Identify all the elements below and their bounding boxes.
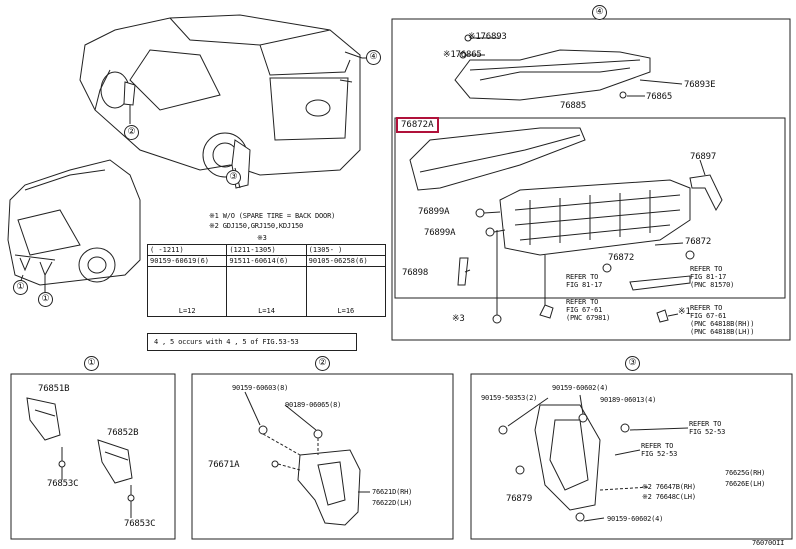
spec-dim-1: L=12: [146, 266, 228, 317]
callout-4-section: ④: [592, 5, 607, 20]
label-76865: 76865: [646, 92, 673, 102]
panel3-76626e: 76626E(LH): [725, 480, 766, 488]
callout-3-top: ③: [226, 170, 241, 185]
label-76872-2: 76872: [608, 253, 635, 263]
panel3-76625g: 76625G(RH): [725, 469, 766, 477]
note-1: ※1 W/O (SPARE TIRE = BACK DOOR): [209, 212, 336, 220]
spec-part-1: 90159-60619(6): [146, 255, 228, 267]
label-76899a-2: 76899A: [424, 228, 456, 238]
label-76872a-highlight[interactable]: 76872A: [396, 117, 439, 133]
label-star3: ※3: [452, 314, 465, 324]
callout-1-left: ①: [13, 280, 28, 295]
label-76897: 76897: [690, 152, 717, 162]
panel3-76879: 76879: [506, 494, 533, 504]
callout-2-panel: ②: [315, 356, 330, 371]
callout-4-top: ④: [366, 50, 381, 65]
ref-fig67-61-b: REFER TO FIG 67-61 (PNC 64818B(RH)) (PNC…: [690, 304, 755, 336]
spec-header-3: (1305- ): [305, 244, 387, 256]
label-76899a-1: 76899A: [418, 207, 450, 217]
spec-dim-3-text: L=16: [337, 307, 355, 315]
label-176893: ※176893: [468, 32, 507, 42]
panel2-76621d: 76621D(RH): [372, 488, 413, 496]
panel2-90159-60603: 90159-60603(8): [232, 384, 289, 392]
panel3-ref-52-53-a: REFER TO FIG 52-53: [689, 420, 726, 436]
spec-header-2: (1211-1305): [226, 244, 307, 256]
panel3-76647b: ※2 76647B(RH): [642, 483, 696, 491]
label-76885: 76885: [560, 101, 587, 111]
label-76893e: 76893E: [684, 80, 716, 90]
ref-fig81-17-pnc: REFER TO FIG 81-17 (PNC 81570): [690, 265, 735, 289]
spec-part-3: 90105-06258(6): [305, 255, 387, 267]
spec-note: 4 , 5 occurs with 4 , 5 of FIG.53-53: [154, 338, 299, 346]
spec-header-1: ( -1211): [146, 244, 228, 256]
note-3: ※3: [257, 234, 267, 242]
panel1-76853c-2: 76853C: [124, 519, 156, 529]
panel3-ref-52-53-b: REFER TO FIG 52-53: [641, 442, 678, 458]
note-2: ※2 GDJ150,GRJ150,KDJ150: [209, 222, 303, 230]
spec-dim-1-text: L=12: [178, 307, 196, 315]
spec-dim-2-text: L=14: [258, 307, 275, 315]
diagram-code: 76070OII: [752, 539, 785, 547]
panel1-76853c-1: 76853C: [47, 479, 79, 489]
panel3-90189-06013: 90189-06013(4): [600, 396, 657, 404]
fastener-spec-table: ( -1211) (1211-1305) (1305- ) 90159-6061…: [146, 244, 387, 317]
label-star1: ※1: [678, 307, 691, 317]
label-176865: ※176865: [443, 50, 482, 60]
spec-dim-2: L=14: [226, 266, 307, 317]
ref-fig67-61-a: REFER TO FIG 67-61 (PNC 67981): [566, 298, 611, 322]
panel2-76671a: 76671A: [208, 460, 240, 470]
callout-2-top: ②: [124, 125, 139, 140]
callout-1-panel: ①: [84, 356, 99, 371]
panel1-76851b: 76851B: [38, 384, 70, 394]
panel3-90159-50353: 90159-50353(2): [481, 394, 538, 402]
panel3-90159-60602-top: 90159-60602(4): [552, 384, 609, 392]
panel2-76622d: 76622D(LH): [372, 499, 413, 507]
panel1-76852b: 76852B: [107, 428, 139, 438]
panel3-76648c: ※2 76648C(LH): [642, 493, 696, 501]
label-76872-1: 76872: [685, 237, 712, 247]
callout-1-right: ①: [38, 292, 53, 307]
spec-part-2: 91511-60614(6): [226, 255, 307, 267]
label-76898: 76898: [402, 268, 429, 278]
panel2-90189-06065: 90189-06065(8): [285, 401, 342, 409]
ref-fig81-17: REFER TO FIG 81-17: [566, 273, 603, 289]
panel3-90159-60602-bottom: 90159-60602(4): [607, 515, 664, 523]
spec-note-box: 4 , 5 occurs with 4 , 5 of FIG.53-53: [147, 333, 357, 351]
callout-3-panel: ③: [625, 356, 640, 371]
spec-dim-3: L=16: [305, 266, 387, 317]
